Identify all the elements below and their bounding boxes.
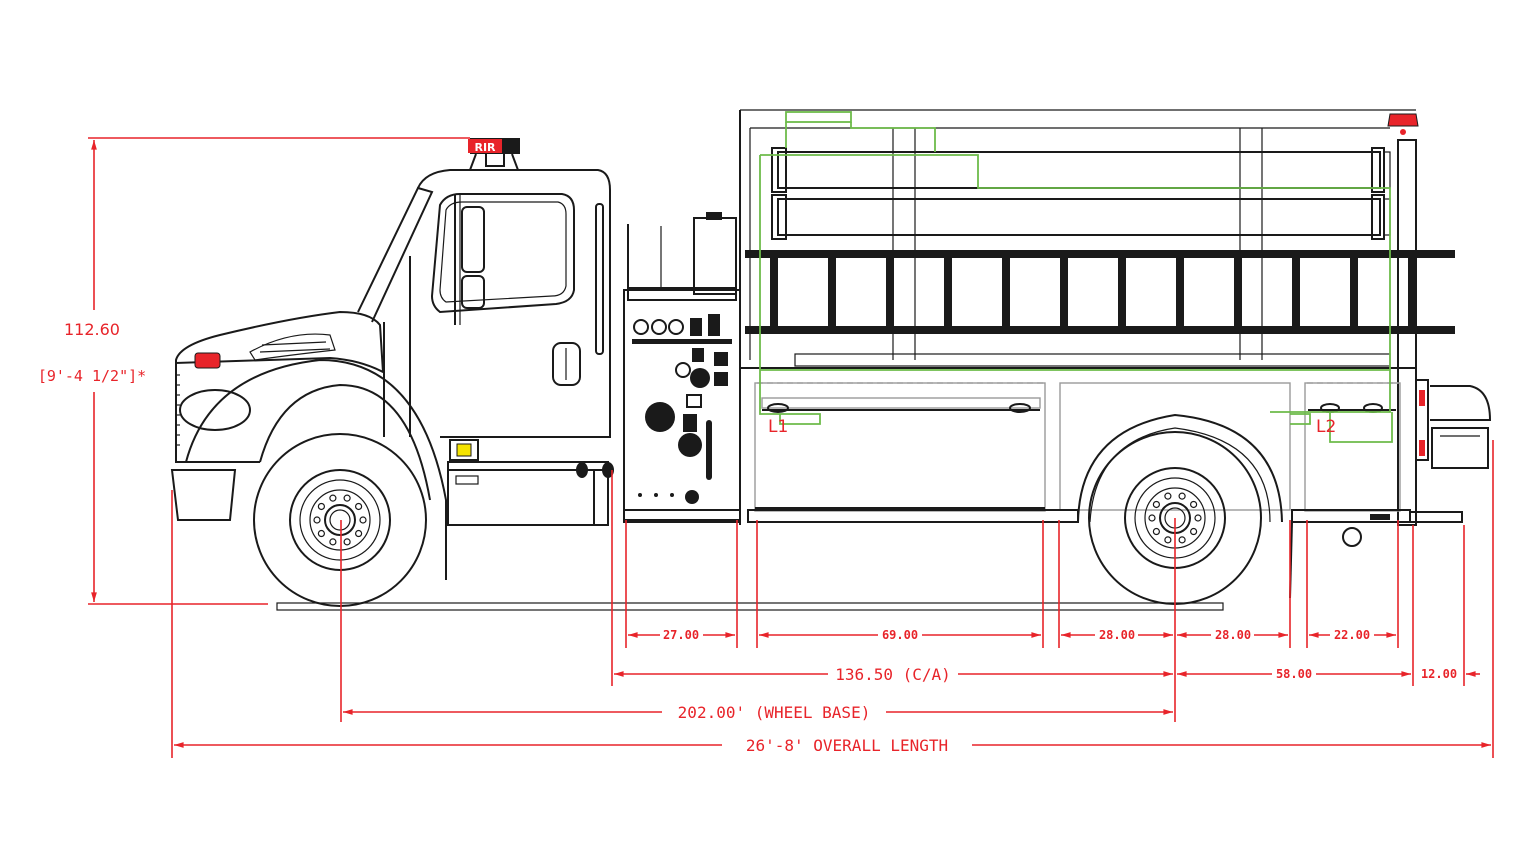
height-feet-label: [9'-4 1/2"]* [38,367,146,385]
lug-bolt [317,502,325,511]
lug-bolt [329,538,337,546]
pump-panel-box [693,217,737,295]
dim-12: 12.00 [1421,667,1457,681]
rear-light-post [1397,139,1417,526]
front-wheel [253,433,427,607]
dim-28-front: 28.00 [1099,628,1135,642]
lug-bolt [355,529,363,538]
lug-bolt [1178,492,1186,500]
apparatus-body [739,109,1492,599]
ground-line [276,602,1224,611]
light-bar-label: RIR [474,141,496,154]
grille [175,363,260,463]
ladder-rung [1060,258,1068,326]
hose-tube-lower [771,194,1391,240]
wheel-base-label: 202.00' (WHEEL BASE) [678,703,871,722]
lug-bolt [1152,500,1160,509]
lug-bolt [1148,514,1156,522]
hood-vent [249,333,336,361]
front-wheel-lugs [313,494,367,546]
amber-marker [456,443,472,457]
dim-58: 58.00 [1276,667,1312,681]
ladder-rung [1292,258,1300,326]
height-inches-label: 112.60 [64,320,120,339]
lug-bolt [355,502,363,511]
lug-bolt [1190,527,1198,536]
ladder-rung [944,258,952,326]
dim-69: 69.00 [882,628,918,642]
dim-22: 22.00 [1334,628,1370,642]
lug-bolt [313,516,321,524]
overall-length-dimension: 26'-8' OVERALL LENGTH [174,736,1491,755]
cab-window [430,193,575,314]
rear-warning-light [1387,113,1419,127]
dim-27: 27.00 [663,628,699,642]
lug-bolt [1178,536,1186,544]
rear-wheel-lugs [1148,492,1202,544]
hood [175,310,385,374]
dimension-row-1: 27.00 69.00 28.00 28.00 22.00 [628,628,1396,642]
a-pillar [357,186,434,323]
front-bumper [170,469,237,521]
ladder-rung [1234,258,1242,326]
pump-panel [623,212,741,523]
door-handle [552,342,581,386]
lug-bolt [359,516,367,524]
compartment-outline-overlay [759,111,1393,443]
compartment-L2 [1304,382,1401,512]
lug-bolt [1164,492,1172,500]
ladder-rung [1408,258,1416,326]
dim-28-rear: 28.00 [1215,628,1251,642]
lug-bolt [343,494,351,502]
rear-discharge-assembly [1415,379,1492,469]
dimension-row-2: 136.50 (C/A) 58.00 12.00 [614,665,1480,684]
wheel-base-dimension: 202.00' (WHEEL BASE) [342,703,1173,722]
extension-lines [171,440,1494,758]
grab-handle [595,203,604,355]
headlight [179,389,251,431]
lug-bolt [1164,536,1172,544]
ladder-rung [1350,258,1358,326]
grille-slats [176,374,180,446]
lug-bolt [1194,514,1202,522]
lug-bolt [329,494,337,502]
compartment-label-l2: L2 [1316,417,1336,437]
ladder [745,250,1455,334]
cab-shell [417,169,611,438]
height-dimension: 112.60 [9'-4 1/2"]* [38,137,470,605]
ladder-rung [828,258,836,326]
ladder-rung [1002,258,1010,326]
lug-bolt [317,529,325,538]
side-mirror [454,195,485,325]
ladder-rung [886,258,894,326]
front-fender [185,358,447,580]
lug-bolt [343,538,351,546]
cab-light-bar: RIR [468,138,520,171]
rear-fender [1077,413,1283,523]
ladder-rung [770,258,778,326]
compartment-L1 [754,382,1046,512]
front-marker-light [194,352,221,369]
dim-cab-to-axle: 136.50 (C/A) [835,665,951,684]
lug-bolt [1152,527,1160,536]
cab: RIR [170,138,614,580]
gauges [632,314,732,504]
ladder-rung [1118,258,1126,326]
ladder-rung [1176,258,1184,326]
lug-bolt [1190,500,1198,509]
overall-length-label: 26'-8' OVERALL LENGTH [746,736,948,755]
compartment-label-l1: L1 [768,417,788,437]
